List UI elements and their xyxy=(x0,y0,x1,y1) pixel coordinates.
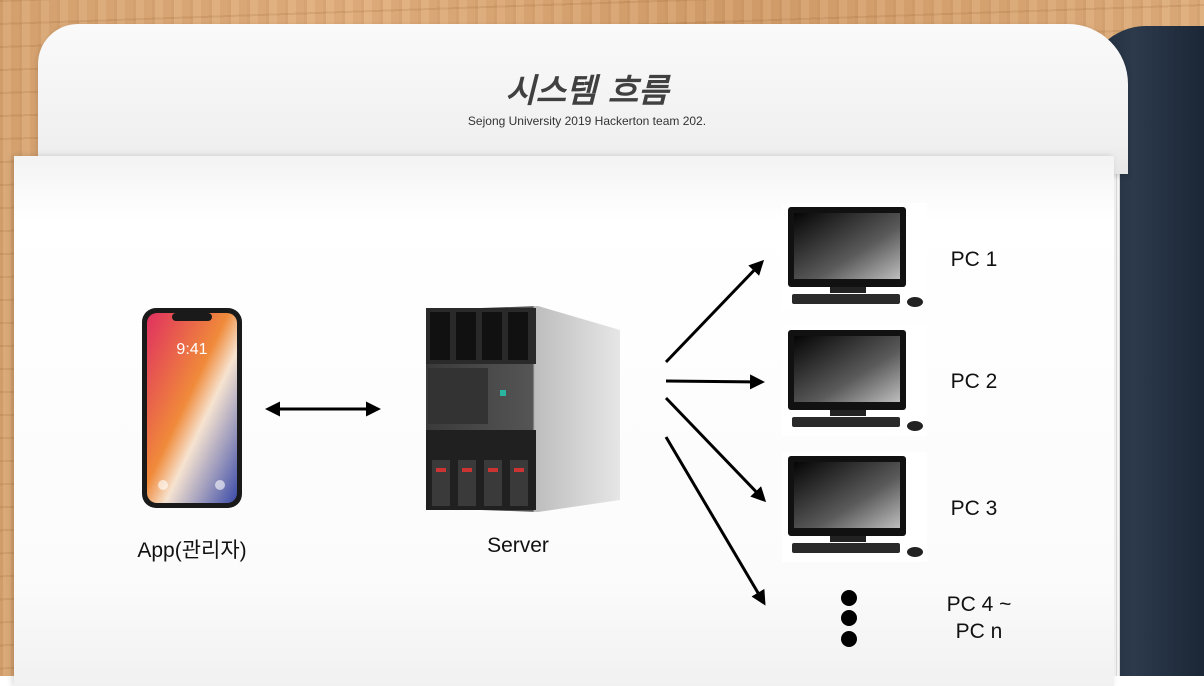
page-subtitle: Sejong University 2019 Hackerton team 20… xyxy=(467,114,707,128)
arrow-to-pc2 xyxy=(665,374,765,390)
pc-monitor-icon xyxy=(782,203,927,309)
arrow-to-pc-n xyxy=(664,436,766,606)
pc-n-label-line2: PC n xyxy=(955,620,1003,643)
smartphone-icon: 9:41 xyxy=(142,308,242,508)
pc-n-label-line1: PC 4 ~ xyxy=(946,593,1012,616)
arrow-to-pc1 xyxy=(664,259,765,364)
phone-clock: 9:41 xyxy=(176,341,207,358)
pc3-label: PC 3 xyxy=(950,497,998,520)
ellipsis-icon xyxy=(841,590,857,647)
page-title: 시스템 흐름 xyxy=(505,71,669,110)
pc-monitor-icon xyxy=(782,326,927,436)
app-label: App(관리자) xyxy=(137,539,247,562)
pc2-label: PC 2 xyxy=(950,370,998,393)
pc-monitor-icon xyxy=(782,452,927,562)
pc1-label: PC 1 xyxy=(950,248,998,271)
server-label: Server xyxy=(487,534,549,557)
server-icon xyxy=(426,306,620,512)
curled-top-page xyxy=(38,24,1128,174)
arrow-to-pc3 xyxy=(664,396,767,503)
